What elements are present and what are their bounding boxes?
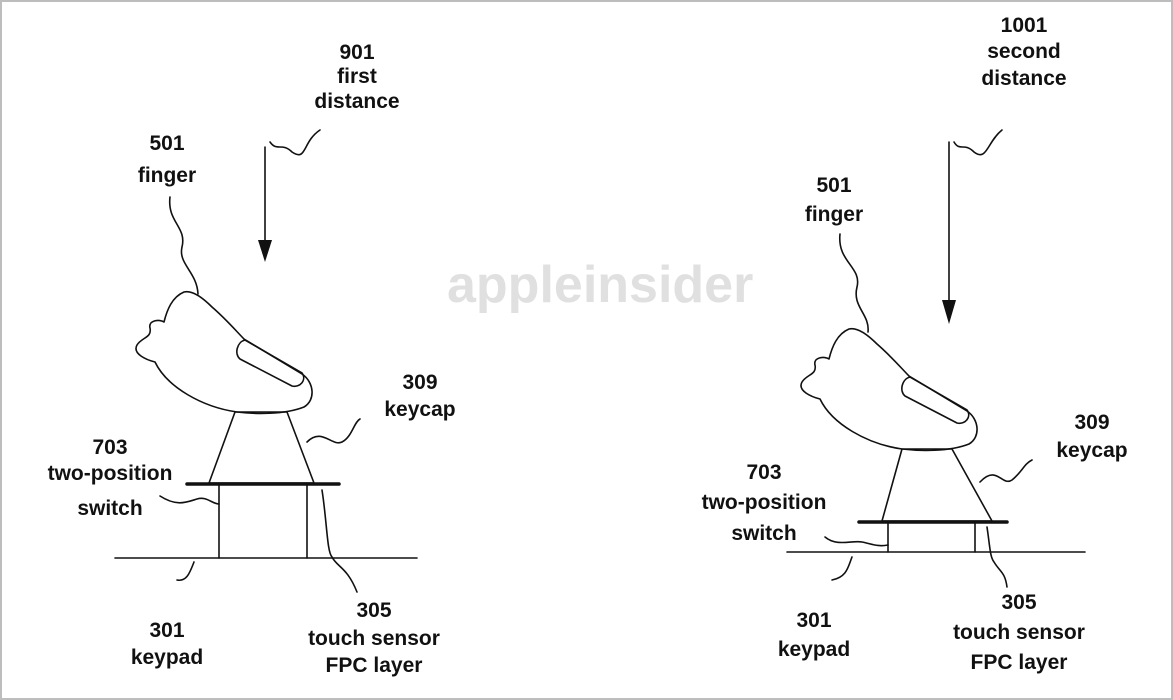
distance-label-1: first [337, 65, 377, 88]
finger-leader [168, 196, 199, 295]
down-arrow-icon [942, 141, 956, 324]
keycap-number: 309 [402, 371, 437, 394]
sensor-leader [986, 526, 1008, 588]
keycap-shape [208, 411, 315, 484]
switch-label-2: switch [77, 497, 142, 520]
switch-leader [824, 536, 889, 547]
sensor-number: 305 [1001, 591, 1036, 614]
distance-label-1: second [987, 40, 1061, 63]
down-arrow-icon [258, 146, 272, 262]
sensor-label-1: touch sensor [308, 627, 440, 650]
sensor-label-2: FPC layer [971, 651, 1068, 674]
sensor-label-1: touch sensor [953, 621, 1085, 644]
finger-label: finger [138, 164, 196, 187]
switch-label-1: two-position [702, 491, 827, 514]
watermark: appleinsider [447, 256, 753, 314]
keypad-number: 301 [796, 609, 831, 632]
finger-number: 501 [816, 174, 851, 197]
distance-number: 1001 [1001, 14, 1048, 37]
keycap-label: keycap [1056, 439, 1127, 462]
sensor-leader [321, 489, 358, 593]
switch-label-1: two-position [48, 462, 173, 485]
finger-label: finger [805, 203, 863, 226]
sensor-number: 305 [356, 599, 391, 622]
figure-first-distance: 901 first distance 501 finger 309 keycap… [48, 41, 456, 677]
keypad-number: 301 [149, 619, 184, 642]
distance-label-2: distance [981, 67, 1066, 90]
finger-number: 501 [149, 132, 184, 155]
keycap-number: 309 [1074, 411, 1109, 434]
keypad-label: keypad [778, 638, 850, 661]
keycap-shape [881, 448, 993, 522]
switch-number: 703 [92, 436, 127, 459]
distance-number: 901 [339, 41, 374, 64]
finger-shape [800, 327, 978, 452]
finger-shape [135, 290, 313, 415]
finger-leader [839, 233, 869, 333]
sensor-label-2: FPC layer [326, 654, 423, 677]
distance-label-2: distance [314, 90, 399, 113]
switch-leader [159, 495, 220, 505]
keycap-label: keycap [384, 398, 455, 421]
keycap-leader [306, 418, 361, 444]
switch-number: 703 [746, 461, 781, 484]
figure-second-distance: 1001 second distance 501 finger 309 keyc… [702, 14, 1128, 674]
switch-label-2: switch [731, 522, 796, 545]
keycap-leader [979, 459, 1033, 483]
keypad-label: keypad [131, 646, 203, 669]
keypad-leader [831, 556, 853, 581]
distance-leader [269, 129, 321, 156]
distance-leader [953, 129, 1003, 156]
keypad-leader [176, 561, 195, 582]
